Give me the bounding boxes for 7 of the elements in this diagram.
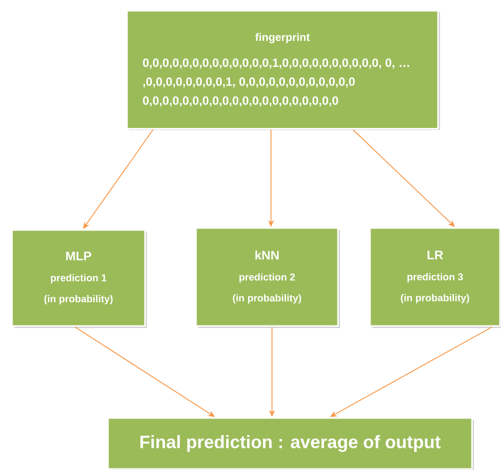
model-box: LR prediction 3 (in probability)	[369, 227, 501, 327]
arrow	[352, 129, 455, 227]
arrow	[83, 129, 154, 229]
result-box: Final prediction : average of output	[107, 417, 473, 470]
model-box: kNN prediction 2 (in probability)	[195, 227, 339, 327]
model-box: MLP prediction 1 (in probability)	[11, 229, 146, 327]
fingerprint-box: fingerprint 0,0,0,0,0,0,0,0,0,0,0,0,0,1,0,0,0,0,0,0,0,0,0,0, 0, … ,0,0,0,0,0,0,0,0,1, 0,0,0,0,0,0,0,0,0,0,0,0 0,0,0,0,0,0,0,0,0,0,0,0,0,0,0,0,0,0,0,0	[126, 10, 439, 130]
